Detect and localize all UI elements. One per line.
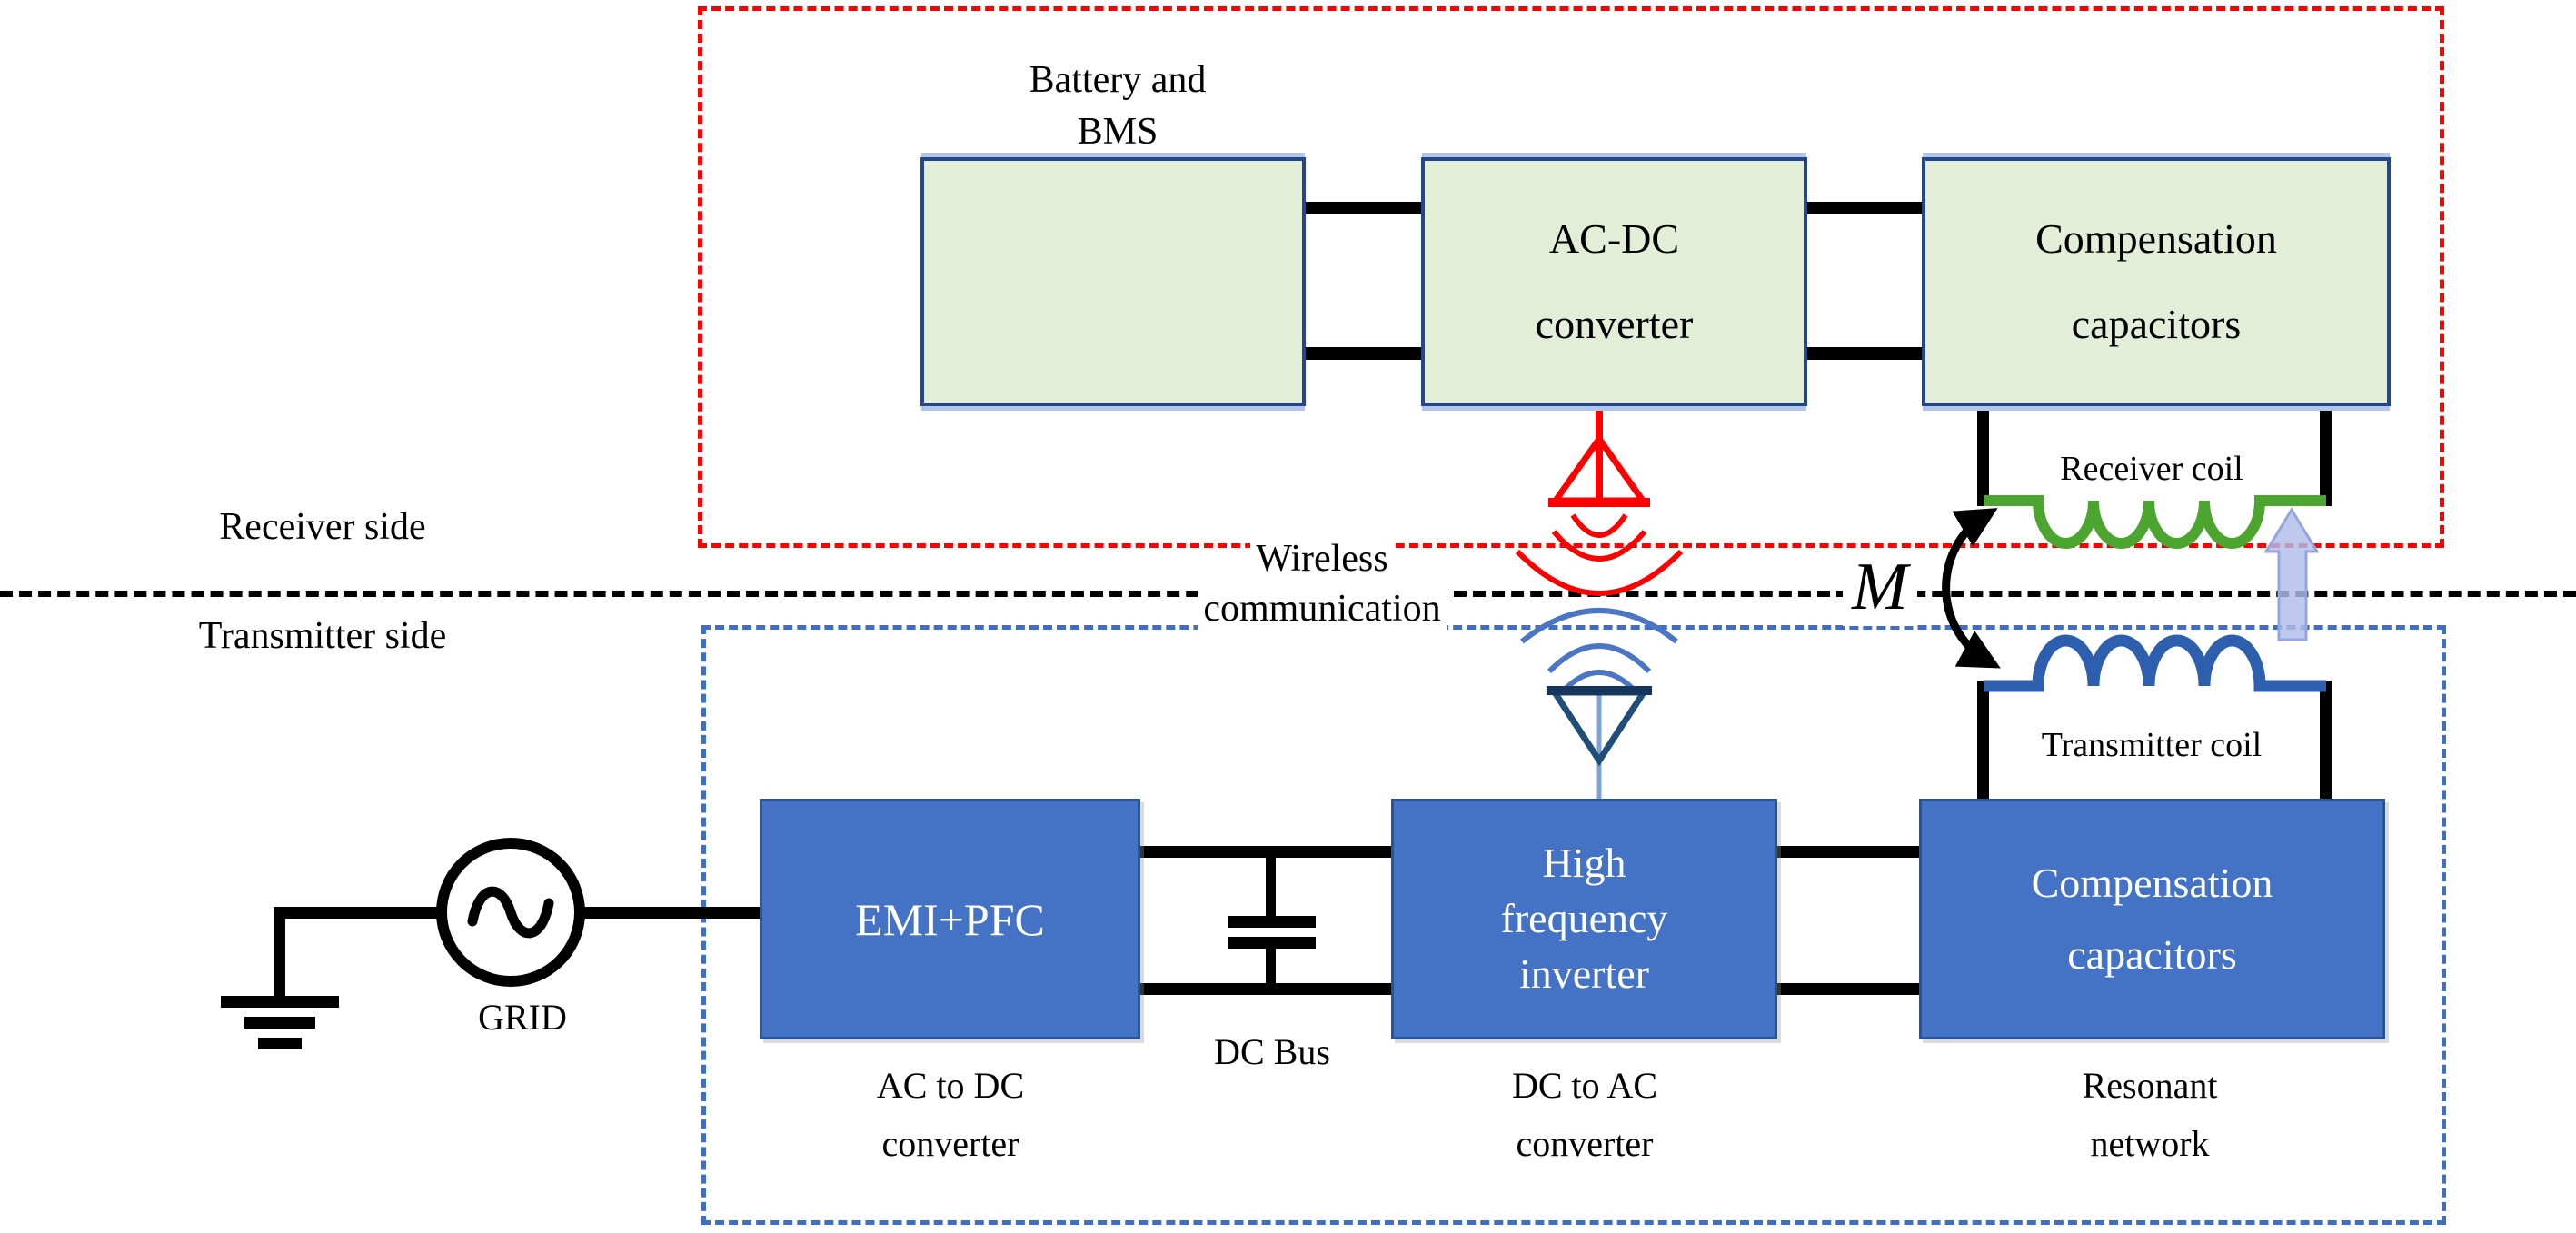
field-up-arrow: [2263, 507, 2320, 641]
receiver-coil-icon: [1977, 406, 2332, 549]
acdc-converter-box: AC-DC converter: [1421, 157, 1807, 406]
battery-bms-label: Battery and BMS: [1029, 59, 1207, 153]
dc-bus-label: DC Bus: [1214, 1031, 1330, 1072]
dc-to-ac-sublabel: DC to AC converter: [1511, 1065, 1658, 1164]
transmitter-antenna-icon: [1520, 608, 1678, 799]
receiver-antenna-icon: [1515, 408, 1684, 596]
ac-to-dc-sublabel: AC to DC converter: [876, 1065, 1025, 1164]
resonant-network-sublabel: Resonant network: [2082, 1065, 2218, 1164]
wireless-communication-line1: Wireless: [1250, 534, 1394, 584]
transmitter-wires: [274, 846, 1919, 995]
receiver-wires: [1306, 202, 1922, 360]
receiver-coil-label: Receiver coil: [2060, 450, 2243, 488]
grid-label: GRID: [478, 997, 567, 1038]
tx-compensation-box: Compensation capacitors: [1919, 799, 2385, 1039]
hf-inverter-box: High frequency inverter: [1391, 799, 1777, 1039]
mutual-inductance-label: M: [1843, 549, 1917, 626]
rx-compensation-box: Compensation capacitors: [1922, 157, 2391, 406]
receiver-side-label: Receiver side: [219, 506, 426, 548]
emi-pfc-box: EMI+PFC: [760, 799, 1140, 1039]
battery-bms-box: [920, 157, 1306, 406]
transmitter-coil-icon: [1977, 634, 2332, 804]
ground-icon: [221, 912, 339, 1049]
transmitter-side-label: Transmitter side: [198, 615, 447, 657]
transmitter-coil-label: Transmitter coil: [2041, 726, 2263, 764]
wireless-communication-label: Wireless communication: [1140, 534, 1504, 634]
mutual-coupling-arrow: [1942, 508, 2001, 669]
ac-source-icon: [436, 838, 585, 987]
dc-bus-capacitor-icon: [1228, 854, 1316, 989]
wireless-communication-line2: communication: [1198, 583, 1447, 634]
transmitter-region-outline: [701, 625, 2446, 1225]
